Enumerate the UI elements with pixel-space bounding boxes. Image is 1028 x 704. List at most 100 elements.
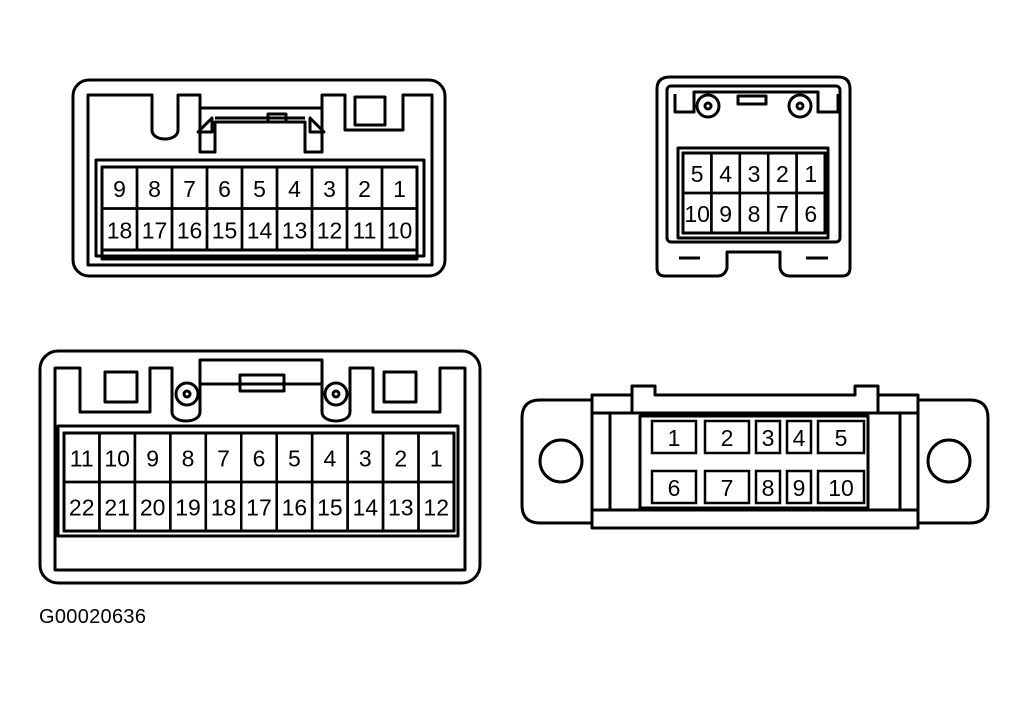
pin-number: 14 [353,495,379,521]
pin-number: 6 [668,475,681,501]
pin-number: 9 [719,201,732,227]
pin-cell [754,419,782,455]
pin-number: 8 [148,176,161,202]
connector-10-pin-flanged [520,384,990,530]
connector-18-pin-latch [198,108,324,154]
pin-number: 18 [211,495,237,521]
pin-number: 2 [394,446,407,472]
pin-number: 1 [804,161,817,187]
pin-number: 9 [146,446,159,472]
pin-number: 9 [793,475,806,501]
pin-number: 13 [388,495,414,521]
connector-22-pin-outer-housing [38,349,482,585]
connector-22-pin-latch [198,358,324,384]
pin-number: 4 [719,161,732,187]
pin-number: 8 [762,475,775,501]
pin-cell [417,480,456,533]
pin-number: 5 [691,161,704,187]
connector-flanged-pin-frame [638,414,870,510]
pin-cell [785,419,813,455]
pin-number: 13 [282,217,308,243]
pin-cell [650,419,698,455]
pin-number: 2 [358,176,371,202]
pin-number: 18 [107,217,133,243]
connector-18-pin-cavity [94,158,426,258]
pin-number: 6 [253,446,266,472]
pin-number: 6 [804,201,817,227]
connector-flanged-left-mount-hole [538,438,584,484]
pin-number: 17 [142,217,168,243]
pin-number: 4 [288,176,301,202]
pin-number: 7 [217,446,230,472]
pin-number: 2 [776,161,789,187]
connector-flanged-left-flange [520,398,592,525]
pin-number: 12 [317,217,343,243]
pin-number: 19 [175,495,201,521]
pin-number: 10 [104,446,130,472]
pin-cell [816,469,866,505]
pin-number: 16 [282,495,308,521]
pin-number: 10 [828,475,854,501]
pin-cell [650,469,698,505]
figure-id-caption: G00020636 [39,606,147,628]
pin-number: 1 [430,446,443,472]
connector-22-pin-key-window-left [103,370,139,404]
pin-number: 4 [793,425,806,451]
pin-number: 7 [721,475,734,501]
pin-number: 14 [247,217,273,243]
pin-cell [703,469,751,505]
connector-10-pin-outer-housing [655,75,852,278]
pin-number: 15 [317,495,343,521]
connector-18-pin-outer-housing [71,78,447,278]
pin-number: 2 [721,425,734,451]
pin-number: 17 [246,495,272,521]
pin-number: 4 [323,446,336,472]
pin-cell [380,207,419,252]
connector-flanged-right-flange [918,398,990,525]
pin-number: 20 [140,495,166,521]
pin-number: 16 [177,217,203,243]
pin-number: 6 [218,176,231,202]
pin-number: 5 [288,446,301,472]
pin-number: 5 [835,425,848,451]
pin-number: 15 [212,217,238,243]
connector-18-pin-key-window [353,95,387,127]
pin-number: 3 [359,446,372,472]
pin-number: 8 [748,201,761,227]
pin-number: 12 [423,495,449,521]
connector-flanged-right-mount-hole [926,438,972,484]
connector-18-pin-inner-wall [86,93,434,267]
pin-cell [703,419,751,455]
pin-number: 1 [393,176,406,202]
pin-number: 10 [387,217,413,243]
pin-number: 7 [776,201,789,227]
pin-number: 3 [323,176,336,202]
connector-22-pin-inner-wall [53,366,467,572]
pin-number: 21 [104,495,130,521]
connector-22-pin-cavity [56,424,460,538]
connector-10-pin [655,75,852,278]
connector-flanged-body [590,384,920,530]
pin-number: 11 [353,217,377,243]
pin-number: 9 [113,176,126,202]
pin-number: 7 [183,176,196,202]
pin-number: 1 [668,425,681,451]
pin-cell [795,191,827,235]
pin-number: 11 [70,446,94,472]
connector-10-pin-inner-wall [665,84,842,244]
pin-number: 10 [684,201,710,227]
connector-10-pin-latch [673,90,840,114]
pin-cell [754,469,782,505]
pin-number: 8 [182,446,195,472]
pin-number: 22 [69,495,95,521]
pin-number: 3 [762,425,775,451]
connector-22-pin-key-window-right [382,370,418,404]
pin-cell [816,419,866,455]
pin-number: 5 [253,176,266,202]
pin-number: 3 [748,161,761,187]
